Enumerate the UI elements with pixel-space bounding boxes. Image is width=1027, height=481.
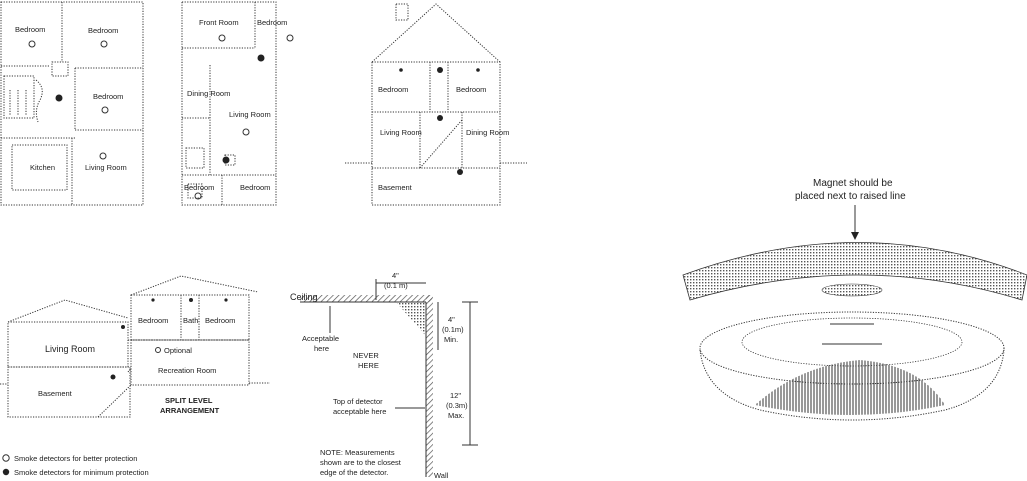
top-dimension: (0.1 m) bbox=[384, 281, 408, 290]
ceiling-label: Ceiling bbox=[290, 292, 318, 302]
plan2-room-label: Front Room bbox=[199, 18, 239, 27]
section-room-label: Bedroom bbox=[378, 85, 408, 94]
required-detector-icon bbox=[222, 156, 230, 164]
legend: Smoke detectors for better protection Sm… bbox=[2, 454, 149, 477]
optional-detector-icon bbox=[224, 298, 228, 302]
section-room-label: Basement bbox=[378, 183, 413, 192]
optional-detector-icon bbox=[218, 34, 226, 42]
required-detector-icon bbox=[2, 468, 10, 476]
house-cross-section: Bedroom Bedroom Living Room Dining Room … bbox=[345, 3, 527, 206]
never-here-label: NEVER bbox=[353, 351, 379, 360]
split-room-label: Living Room bbox=[45, 344, 95, 354]
section-room-label: Bedroom bbox=[456, 85, 486, 94]
optional-detector-icon bbox=[99, 152, 107, 160]
optional-detector-icon bbox=[155, 347, 161, 353]
split-room-label: Bedroom bbox=[205, 316, 235, 325]
max-dimension: (0.3m) bbox=[446, 401, 468, 410]
split-level-diagram: Bedroom Bath Bedroom Living Room Recreat… bbox=[0, 275, 270, 418]
optional-detector-icon bbox=[151, 298, 155, 302]
required-detector-icon bbox=[110, 374, 116, 380]
split-room-label: Basement bbox=[38, 389, 73, 398]
legend-better: Smoke detectors for better protection bbox=[14, 454, 137, 463]
side-dimension: (0.1m) bbox=[442, 325, 464, 334]
required-detector-icon bbox=[55, 94, 63, 102]
optional-label: Optional bbox=[164, 346, 192, 355]
mounting-diagram: Ceiling 4" (0.1 m) Acceptable here NEVER… bbox=[290, 271, 478, 480]
required-detector-icon bbox=[257, 54, 265, 62]
optional-detector-icon bbox=[194, 192, 202, 200]
acceptable-label: Acceptable bbox=[302, 334, 339, 343]
magnet-note: placed next to raised line bbox=[795, 191, 906, 202]
side-dimension: 4" bbox=[448, 315, 455, 324]
optional-detector-icon bbox=[286, 34, 294, 42]
plan1-room-label: Kitchen bbox=[30, 163, 55, 172]
optional-detector-icon bbox=[242, 128, 250, 136]
floor-plan-two: Front Room Bedroom Dining Room Living Ro… bbox=[181, 1, 294, 206]
smoke-detector-illustration: Magnet should be placed next to raised l… bbox=[682, 178, 1027, 421]
split-room-label: Recreation Room bbox=[158, 366, 216, 375]
max-dimension: 12" bbox=[450, 391, 461, 400]
optional-detector-icon bbox=[476, 68, 480, 72]
optional-detector-icon bbox=[28, 40, 36, 48]
floor-plan-one: Bedroom Bedroom Bedroom Kitchen Living R… bbox=[0, 1, 144, 206]
split-caption: SPLIT LEVEL bbox=[165, 396, 213, 405]
required-detector-icon bbox=[457, 169, 463, 175]
wall-label: Wall bbox=[434, 471, 449, 480]
plan1-room-label: Living Room bbox=[85, 163, 127, 172]
plan1-room-label: Bedroom bbox=[93, 92, 123, 101]
plan2-room-label: Dining Room bbox=[187, 89, 230, 98]
split-room-label: Bedroom bbox=[138, 316, 168, 325]
note-text: shown are to the closest bbox=[320, 458, 402, 467]
top-of-detector-label: acceptable here bbox=[333, 407, 386, 416]
plan2-room-label: Bedroom bbox=[240, 183, 270, 192]
note-text: NOTE: Measurements bbox=[320, 448, 395, 457]
section-room-label: Living Room bbox=[380, 128, 422, 137]
split-room-label: Bath bbox=[183, 316, 198, 325]
plan1-room-label: Bedroom bbox=[15, 25, 45, 34]
max-dimension: Max. bbox=[448, 411, 464, 420]
plan1-room-label: Bedroom bbox=[88, 26, 118, 35]
arrow-down-icon bbox=[851, 232, 859, 240]
legend-minimum: Smoke detectors for minimum protection bbox=[14, 468, 149, 477]
plan2-room-label: Bedroom bbox=[257, 18, 287, 27]
plan2-room-label: Living Room bbox=[229, 110, 271, 119]
note-text: edge of the detector. bbox=[320, 468, 388, 477]
optional-detector-icon bbox=[100, 40, 108, 48]
side-dimension: Min. bbox=[444, 335, 458, 344]
acceptable-label: here bbox=[314, 344, 329, 353]
plan2-room-label: Bedroom bbox=[184, 183, 214, 192]
required-detector-icon bbox=[121, 325, 125, 329]
top-dimension: 4" bbox=[392, 271, 399, 280]
split-caption: ARRANGEMENT bbox=[160, 406, 220, 415]
required-detector-icon bbox=[437, 115, 443, 121]
never-here-label: HERE bbox=[358, 361, 379, 370]
section-room-label: Dining Room bbox=[466, 128, 509, 137]
required-detector-icon bbox=[189, 298, 193, 302]
magnet-note: Magnet should be bbox=[813, 178, 893, 189]
top-of-detector-label: Top of detector bbox=[333, 397, 383, 406]
optional-detector-icon bbox=[101, 106, 109, 114]
required-detector-icon bbox=[437, 67, 443, 73]
optional-detector-icon bbox=[2, 454, 10, 462]
optional-detector-icon bbox=[399, 68, 403, 72]
